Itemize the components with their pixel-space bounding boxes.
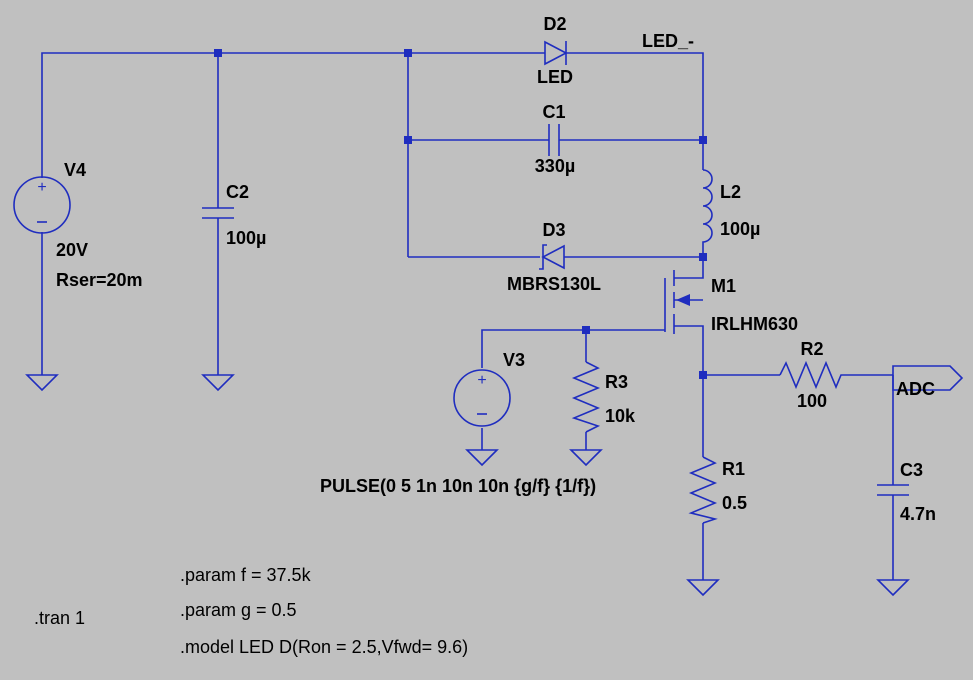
m1-value: IRLHM630 (711, 314, 798, 334)
junction-dot (214, 49, 222, 57)
r3-resistor[interactable]: R3 10k (571, 361, 636, 433)
c3-capacitor[interactable]: C3 4.7n (877, 460, 936, 524)
junction-dot (699, 371, 707, 379)
r1-value: 0.5 (722, 493, 747, 513)
r2-ref: R2 (800, 339, 823, 359)
schottky-bar (539, 244, 547, 270)
d3-value: MBRS130L (507, 274, 601, 294)
v3-source[interactable]: + V3 PULSE(0 5 1n 10n 10n {g/f} {1/f}) (320, 350, 596, 496)
ground-symbol (25, 374, 59, 392)
diode-triangle (541, 244, 565, 270)
l2-ref: L2 (720, 182, 741, 202)
directive-model: .model LED D(Ron = 2.5,Vfwd= 9.6) (180, 637, 468, 657)
d2-diode[interactable]: D2 LED (537, 14, 573, 87)
v4-value: 20V (56, 240, 88, 260)
net-label-led-minus: LED_- (642, 31, 694, 51)
wire-top-rail-right (566, 52, 704, 140)
directive-tran: .tran 1 (34, 608, 85, 628)
resistor-zigzag (688, 456, 718, 524)
l2-value: 100µ (720, 219, 760, 239)
ground-symbol (201, 374, 235, 392)
d2-value: LED (537, 67, 573, 87)
c3-value: 4.7n (900, 504, 936, 524)
plus-sign: + (37, 179, 46, 196)
ground-symbol (686, 579, 720, 597)
r1-ref: R1 (722, 459, 745, 479)
c2-ref: C2 (226, 182, 249, 202)
r3-value: 10k (605, 406, 636, 426)
junction-dot (404, 136, 412, 144)
junction-dot (699, 253, 707, 261)
v4-rser: Rser=20m (56, 270, 143, 290)
m1-mosfet[interactable]: M1 IRLHM630 (664, 270, 798, 340)
spice-directives[interactable]: .param f = 37.5k .param g = 0.5 .tran 1 … (34, 565, 468, 657)
v4-source[interactable]: + V4 20V Rser=20m (13, 160, 143, 290)
adc-text: ADC (896, 379, 935, 399)
c3-ref: C3 (900, 460, 923, 480)
ground-symbol (569, 449, 603, 467)
c1-capacitor[interactable]: C1 330µ (535, 102, 575, 176)
v3-ref: V3 (503, 350, 525, 370)
resistor-zigzag (779, 360, 846, 390)
wire-top-rail-left (41, 52, 545, 175)
c1-value: 330µ (535, 156, 575, 176)
net-label-adc: ADC (892, 365, 964, 399)
r1-resistor[interactable]: R1 0.5 (688, 456, 747, 524)
diode-triangle (544, 40, 568, 66)
wires (41, 52, 894, 580)
grounds (25, 374, 910, 597)
inductor-coil (702, 169, 713, 245)
d3-diode[interactable]: D3 MBRS130L (507, 220, 601, 294)
c1-ref: C1 (542, 102, 565, 122)
mosfet-arrow (676, 294, 690, 306)
directive-param-f: .param f = 37.5k (180, 565, 312, 585)
voltage-source-symbol (13, 176, 71, 234)
r3-ref: R3 (605, 372, 628, 392)
v3-value: PULSE(0 5 1n 10n 10n {g/f} {1/f}) (320, 476, 596, 496)
c2-capacitor[interactable]: C2 100µ (202, 182, 266, 248)
ground-symbol (465, 449, 499, 467)
plus-sign: + (477, 372, 486, 389)
d3-ref: D3 (542, 220, 565, 240)
r2-resistor[interactable]: R2 100 (779, 339, 846, 411)
v4-ref: V4 (64, 160, 86, 180)
d2-ref: D2 (543, 14, 566, 34)
junctions (214, 49, 707, 379)
wire-gate (481, 329, 665, 368)
junction-dot (699, 136, 707, 144)
resistor-zigzag (571, 361, 601, 433)
m1-ref: M1 (711, 276, 736, 296)
ground-symbol (876, 579, 910, 597)
directive-param-g: .param g = 0.5 (180, 600, 297, 620)
l2-inductor[interactable]: L2 100µ (702, 169, 760, 245)
junction-dot (404, 49, 412, 57)
c2-value: 100µ (226, 228, 266, 248)
voltage-source-symbol (453, 369, 511, 427)
r2-value: 100 (797, 391, 827, 411)
junction-dot (582, 326, 590, 334)
